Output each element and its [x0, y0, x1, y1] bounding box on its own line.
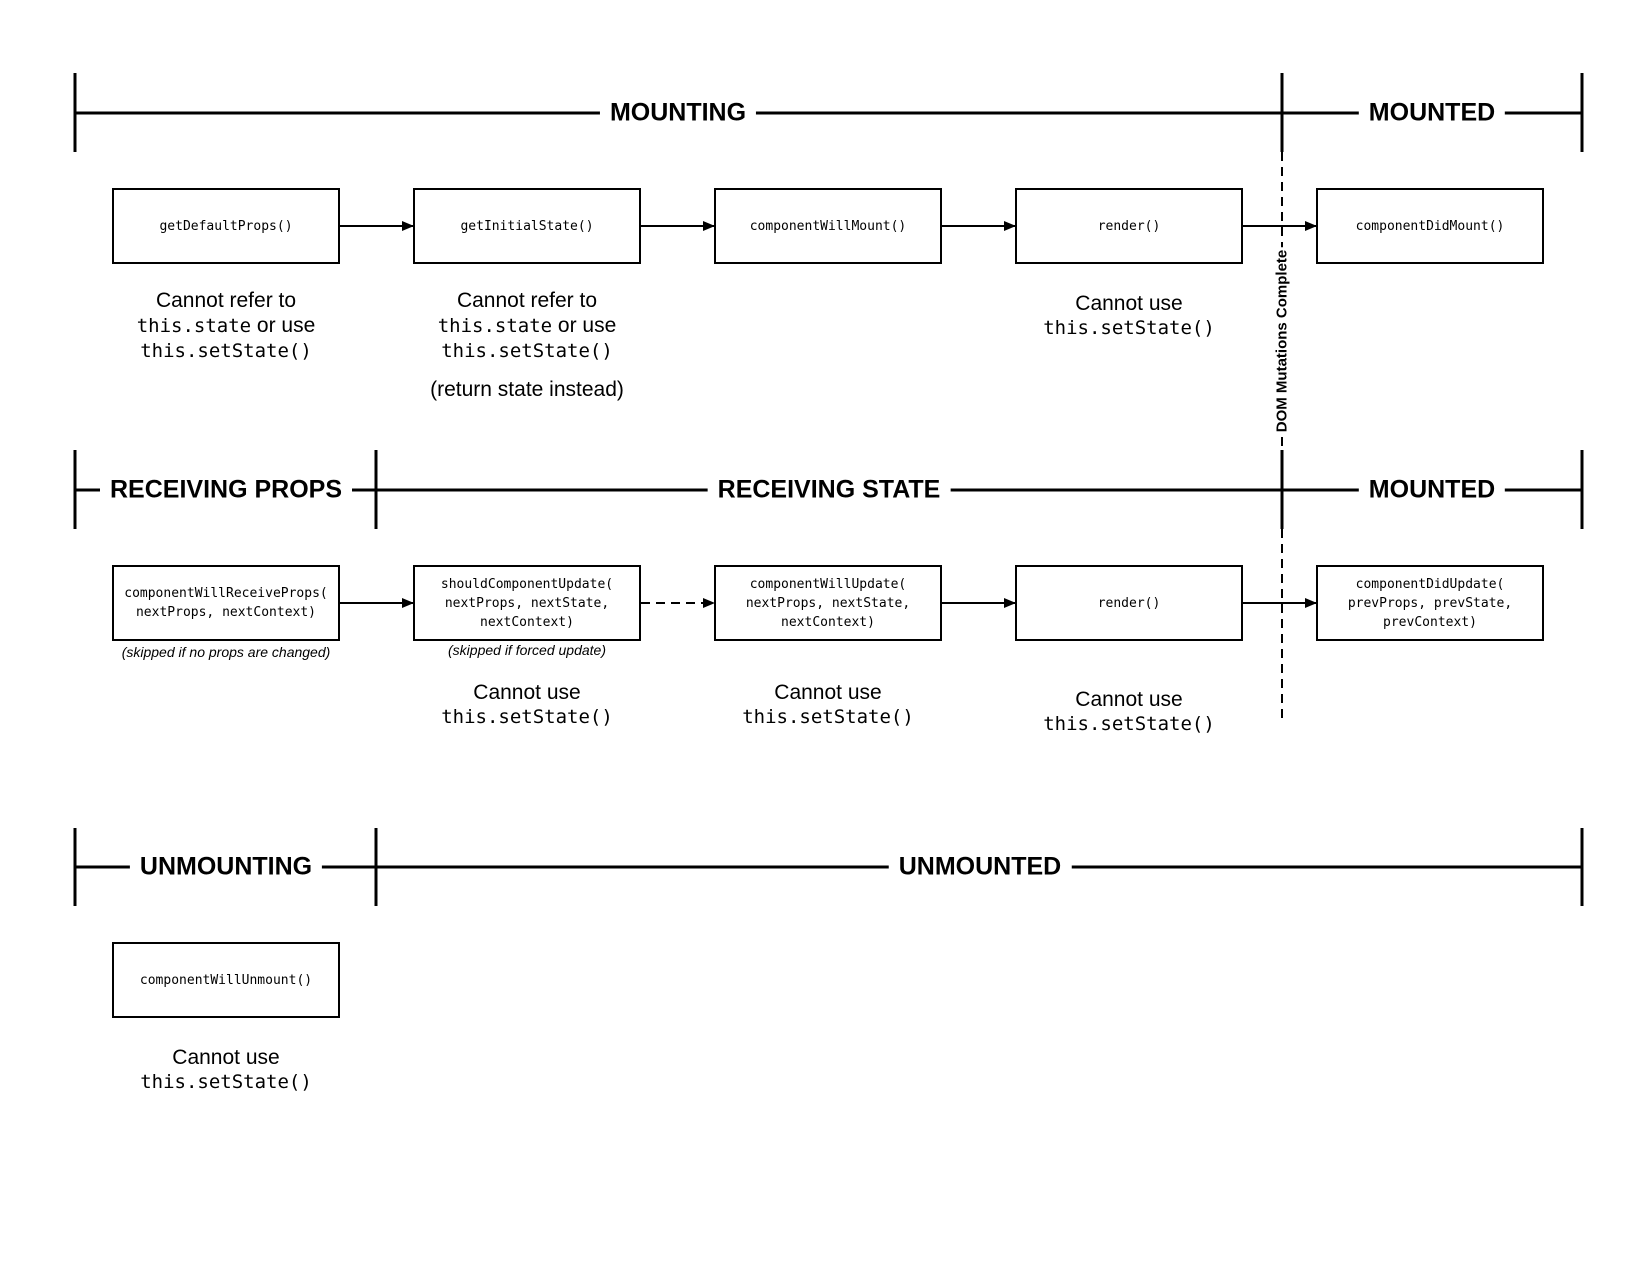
should-update-note: Cannot use this.setState()	[441, 680, 613, 730]
note-extra: (return state instead)	[430, 378, 624, 401]
skipped-no-props-caption: (skipped if no props are changed)	[121, 644, 331, 660]
note-code: this.state	[136, 315, 252, 337]
mounted-header: MOUNTED	[1358, 100, 1506, 126]
render-update-box: render()	[1015, 565, 1243, 641]
should-component-update-box: shouldComponentUpdate( nextProps, nextSt…	[413, 565, 641, 641]
render-update-note: Cannot use this.setState()	[1043, 687, 1215, 737]
default-props-note: Cannot refer to this.state or use this.s…	[137, 288, 316, 364]
will-update-note: Cannot use this.setState()	[742, 680, 914, 730]
note-code: this.setState()	[140, 1071, 312, 1093]
get-default-props-box: getDefaultProps()	[112, 188, 340, 264]
note-code: this.setState()	[1043, 713, 1215, 735]
note-code: this.setState()	[140, 340, 312, 362]
mounted-mid-header: MOUNTED	[1358, 477, 1506, 503]
note-text: this.state or use	[430, 313, 624, 339]
receiving-state-header: RECEIVING STATE	[707, 477, 951, 503]
get-initial-state-box: getInitialState()	[413, 188, 641, 264]
note-code: this.setState()	[1043, 317, 1215, 339]
note-text: or use	[251, 314, 316, 337]
note-text: Cannot use	[1075, 688, 1183, 711]
render-mount-note: Cannot use this.setState()	[1043, 291, 1215, 341]
receiving-props-header: RECEIVING PROPS	[100, 477, 352, 503]
render-mount-box: render()	[1015, 188, 1243, 264]
note-text: or use	[552, 314, 617, 337]
mounting-header: MOUNTING	[599, 100, 757, 126]
initial-state-note: Cannot refer to this.state or use this.s…	[430, 288, 624, 402]
component-will-receive-props-box: componentWillReceiveProps( nextProps, ne…	[112, 565, 340, 641]
note-code: this.setState()	[441, 340, 613, 362]
unmounted-header: UNMOUNTED	[888, 854, 1072, 880]
component-will-unmount-box: componentWillUnmount()	[112, 942, 340, 1018]
note-text: Cannot use	[1075, 292, 1183, 315]
note-text: Cannot use	[774, 681, 882, 704]
component-did-mount-box: componentDidMount()	[1316, 188, 1544, 264]
component-will-update-box: componentWillUpdate( nextProps, nextStat…	[714, 565, 942, 641]
note-text: this.state or use	[137, 313, 316, 339]
note-code: this.state	[437, 315, 553, 337]
skipped-forced-caption: (skipped if forced update)	[448, 642, 606, 658]
note-text: Cannot refer to	[155, 289, 297, 312]
note-text: Cannot refer to	[456, 289, 598, 312]
unmounting-header: UNMOUNTING	[129, 854, 323, 880]
component-did-update-box: componentDidUpdate( prevProps, prevState…	[1316, 565, 1544, 641]
component-will-mount-box: componentWillMount()	[714, 188, 942, 264]
note-code: this.setState()	[742, 706, 914, 728]
note-text: Cannot use	[473, 681, 581, 704]
will-unmount-note: Cannot use this.setState()	[140, 1045, 312, 1095]
dom-mutations-label: DOM Mutations Complete	[1273, 247, 1291, 435]
note-text: Cannot use	[172, 1046, 280, 1069]
note-code: this.setState()	[441, 706, 613, 728]
